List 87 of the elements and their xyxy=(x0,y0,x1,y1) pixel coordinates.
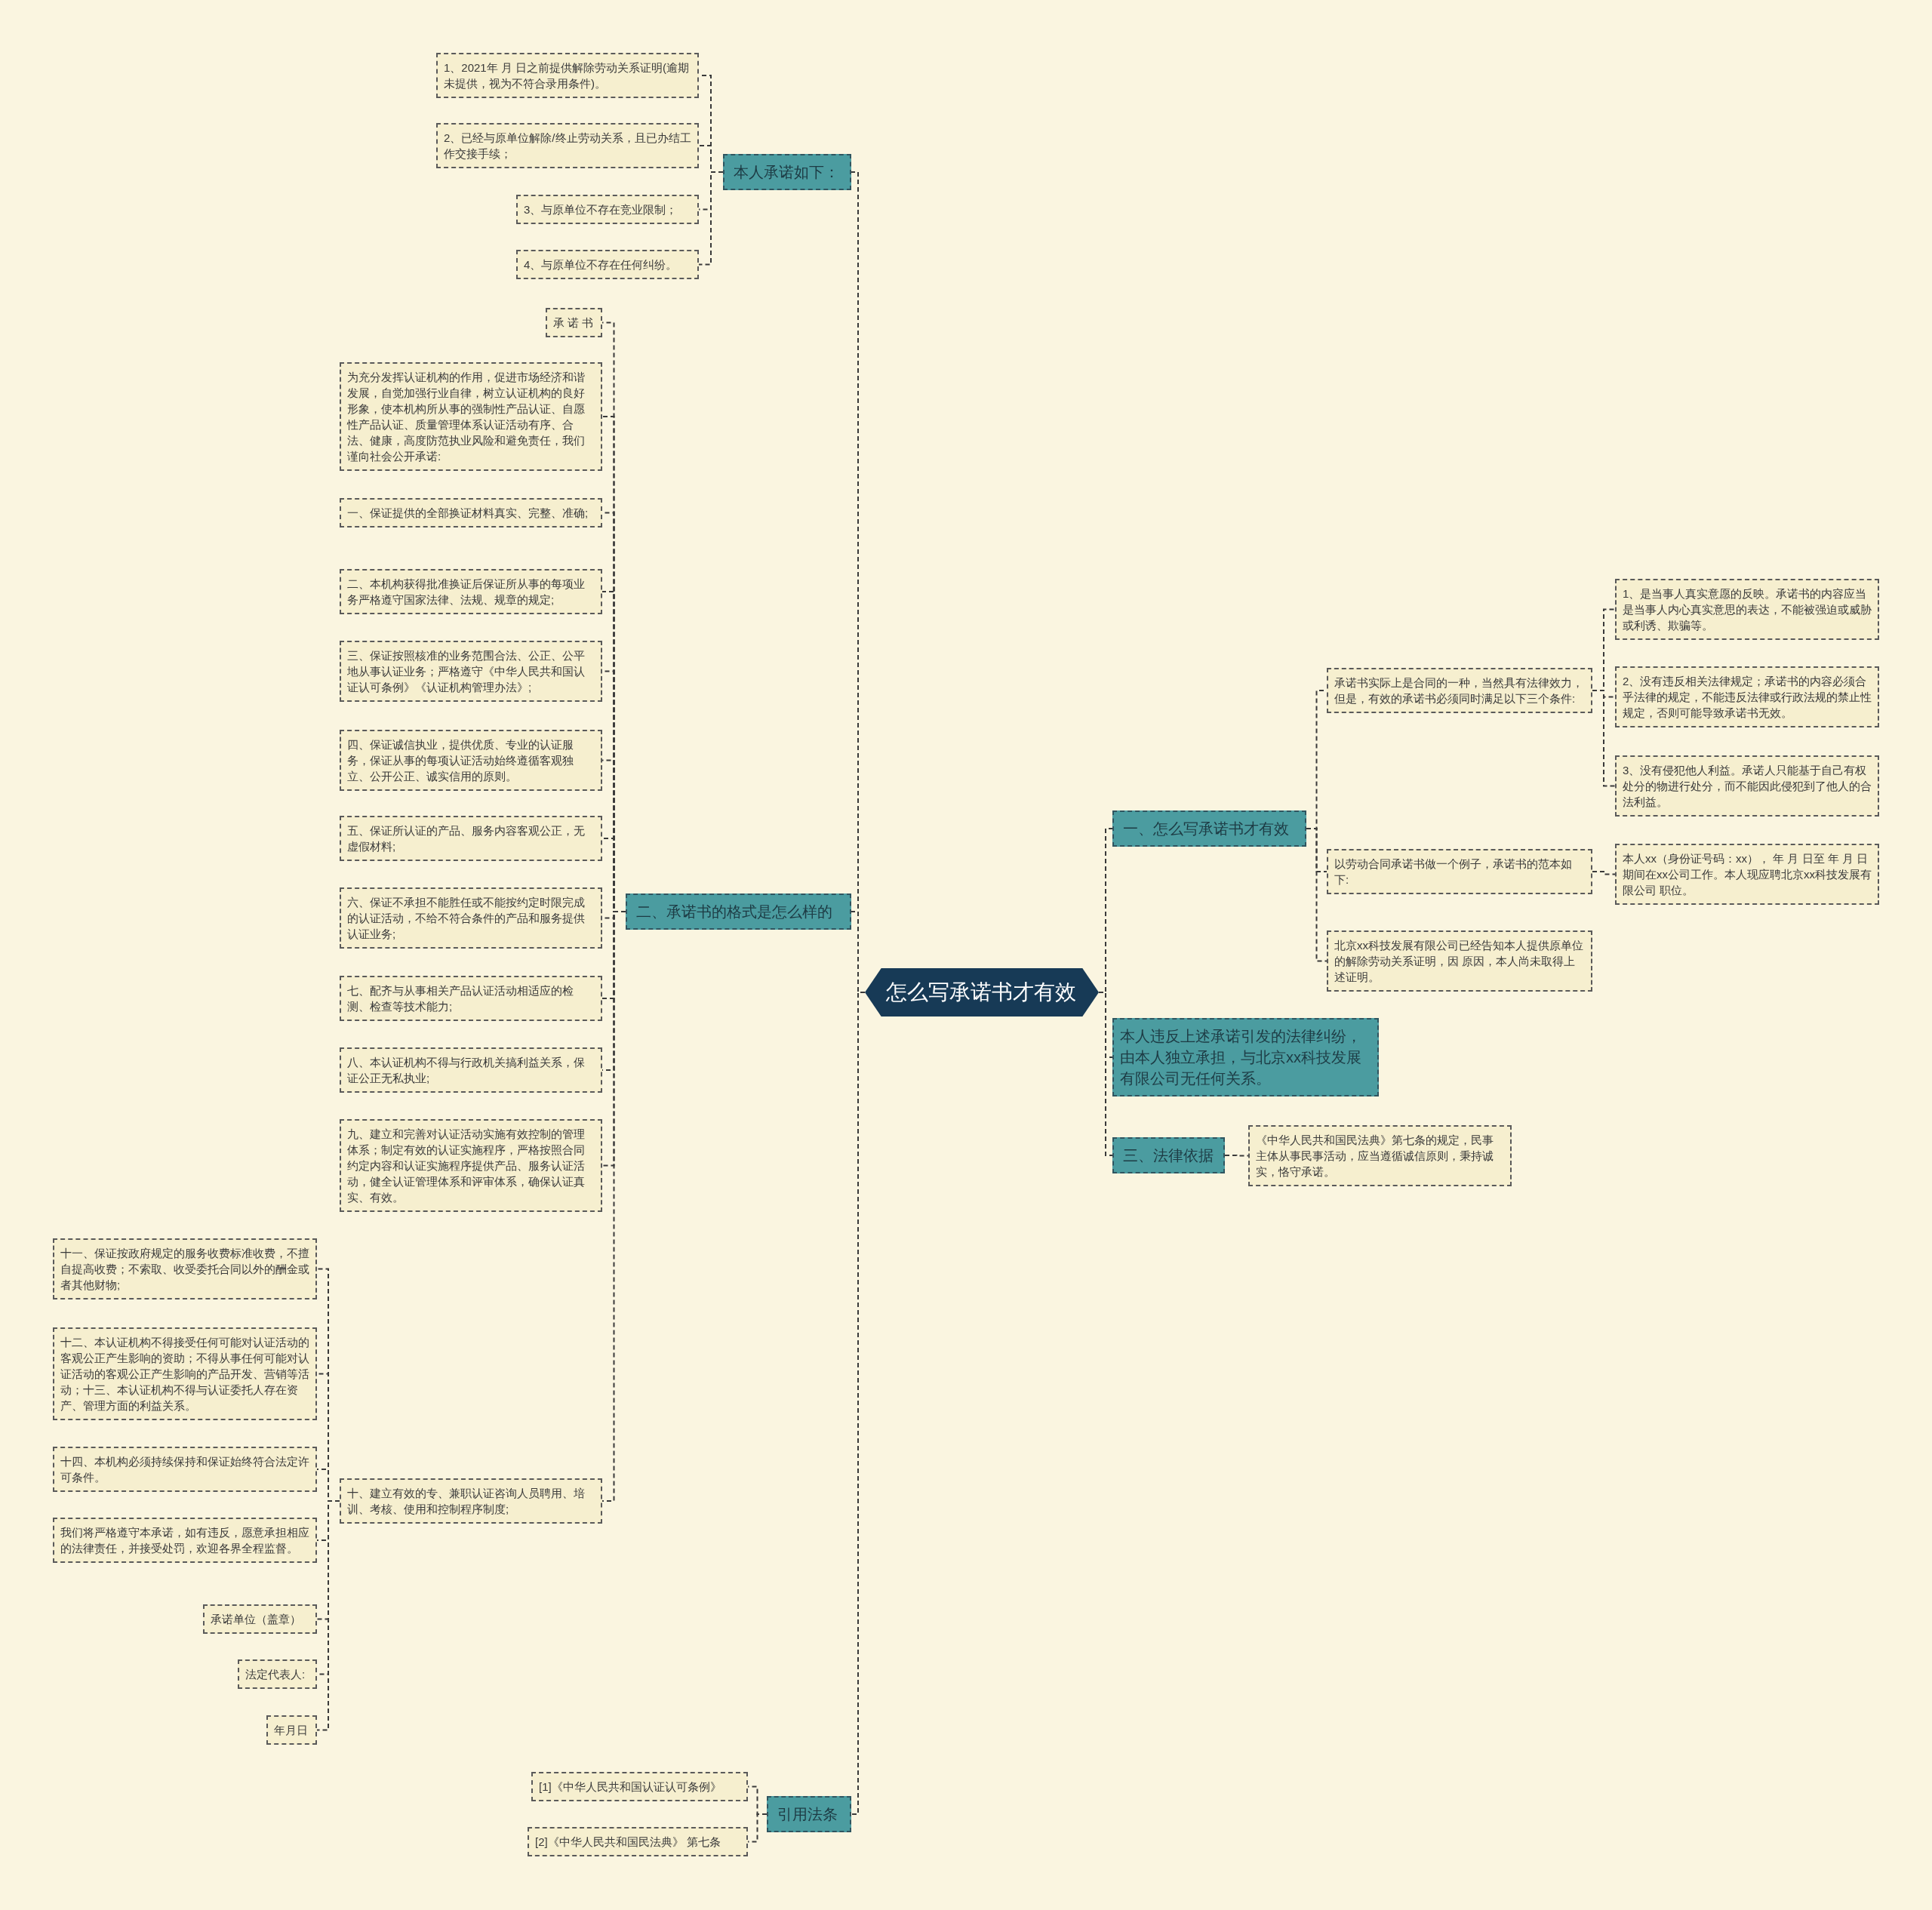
note-box xyxy=(53,1447,317,1492)
note-box xyxy=(340,362,602,471)
branch-box xyxy=(626,893,851,930)
note-text: 承诺单位（盖章） xyxy=(211,1612,302,1627)
note-text: 4、与原单位不存在任何纠纷。 xyxy=(524,257,678,272)
note-text: 一、保证提供的全部换证材料真实、完整、准确; xyxy=(347,506,589,521)
note-box xyxy=(1248,1125,1512,1186)
branch-text: 本人承诺如下： xyxy=(734,163,840,182)
note-text: 以劳动合同承诺书做一个例子，承诺书的范本如下: xyxy=(1334,857,1573,887)
note-box xyxy=(1615,755,1879,817)
note-text: 承诺书实际上是合同的一种，当然具有法律效力，但是，有效的承诺书必须同时满足以下三个条件: xyxy=(1334,675,1584,706)
branch-text: 三、法律依据 xyxy=(1123,1146,1214,1165)
note-box xyxy=(340,730,602,791)
note-text: 五、保证所认证的产品、服务内容客观公正，无虚假材料; xyxy=(347,823,586,854)
note-text: 1、2021年 月 日之前提供解除劳动关系证明(逾期未提供，视为不符合录用条件)。 xyxy=(444,60,691,91)
branch-box xyxy=(1112,1137,1225,1173)
note-box xyxy=(1327,930,1592,992)
note-text: 3、没有侵犯他人利益。承诺人只能基于自己有权处分的物进行处分，而不能因此侵犯到了他人的合法利益。 xyxy=(1623,763,1872,810)
note-text: [2]《中华人民共和国民法典》 第七条 xyxy=(535,1835,721,1850)
branch-text: 二、承诺书的格式是怎么样的 xyxy=(636,903,833,921)
note-text: 八、本认证机构不得与行政机关搞利益关系，保证公正无私执业; xyxy=(347,1055,586,1086)
note-text: 十四、本机构必须持续保持和保证始终符合法定许可条件。 xyxy=(60,1454,309,1485)
branch-text: 本人违反上述承诺引发的法律纠纷，由本人独立承担，与北京xx科技发展有限公司无任何关系。 xyxy=(1120,1027,1362,1088)
note-box xyxy=(53,1327,317,1420)
note-box xyxy=(340,816,602,861)
branch-text: 一、怎么写承诺书才有效 xyxy=(1123,820,1290,838)
note-text: 七、配齐与从事相关产品认证活动相适应的检测、检查等技术能力; xyxy=(347,983,574,1014)
connector-line xyxy=(1592,871,1616,875)
note-text: 2、已经与原单位解除/终止劳动关系，且已办结工作交接手续； xyxy=(444,131,691,161)
note-box xyxy=(53,1238,317,1299)
note-box xyxy=(516,195,699,224)
topic-text: 怎么写承诺书才有效 xyxy=(886,980,1077,1005)
note-text: 十、建立有效的专、兼职认证咨询人员聘用、培训、考核、使用和控制程序制度; xyxy=(347,1486,586,1517)
note-box xyxy=(1327,668,1592,713)
note-box xyxy=(436,53,699,98)
note-text: 十一、保证按政府规定的服务收费标准收费，不擅自提高收费；不索取、收受委托合同以外的酬金或者其他财物; xyxy=(60,1246,309,1293)
note-box xyxy=(340,976,602,1021)
note-text: 法定代表人: xyxy=(245,1667,306,1682)
branch-text: 引用法条 xyxy=(777,1805,838,1824)
connector-line xyxy=(1592,690,1616,787)
note-box xyxy=(1615,844,1879,905)
note-text: 我们将严格遵守本承诺，如有违反，愿意承担相应的法律责任，并接受处罚，欢迎各界全程监督。 xyxy=(60,1525,309,1556)
connector-line xyxy=(698,171,724,266)
note-text: 《中华人民共和国民法典》第七条的规定，民事主体从事民事活动，应当遵循诚信原则，秉持诚实，恪守承诺。 xyxy=(1256,1133,1494,1180)
note-text: 1、是当事人真实意愿的反映。承诺书的内容应当是当事人内心真实意思的表达，不能被强迫或威胁或利诱、欺骗等。 xyxy=(1623,586,1872,633)
connector-line xyxy=(1224,1155,1249,1157)
note-text: 本人xx（身份证号码：xx）， 年 月 日至 年 月 日期间在xx公司工作。本人现应聘北京xx科技发展有限公司 职位。 xyxy=(1623,851,1872,898)
note-text: [1]《中华人民共和国认证认可条例》 xyxy=(539,1779,722,1795)
note-box xyxy=(238,1659,317,1689)
note-text: 十二、本认证机构不得接受任何可能对认证活动的客观公正产生影响的资助；不得从事任何可能对认证活动的客观公正产生影响的产品开发、营销等活动；十三、本认证机构不得与认证委托人存在资产、管理方面的利益关系。 xyxy=(60,1335,309,1413)
connector-line xyxy=(316,1500,340,1731)
note-text: 承 诺 书 xyxy=(553,315,595,331)
note-text: 三、保证按照核准的业务范围合法、公正、公平地从事认证业务；严格遵守《中华人民共和国认证认可条例》《认证机构管理办法》; xyxy=(347,648,586,695)
branch-box xyxy=(1112,1018,1379,1096)
note-box xyxy=(340,498,602,527)
note-box xyxy=(1615,579,1879,640)
branch-box xyxy=(767,1796,851,1832)
note-box xyxy=(340,569,602,614)
note-text: 六、保证不承担不能胜任或不能按约定时限完成的认证活动，不给不符合条件的产品和服务提供认证业务; xyxy=(347,895,586,942)
note-box xyxy=(531,1772,748,1801)
note-box xyxy=(53,1518,317,1563)
central-topic-hexagon xyxy=(865,968,1099,1017)
note-text: 二、本机构获得批准换证后保证所从事的每项业务严格遵守国家法律、法规、规章的规定; xyxy=(347,577,586,607)
note-text: 年月日 xyxy=(274,1723,309,1738)
note-box xyxy=(266,1715,317,1745)
note-text: 四、保证诚信执业，提供优质、专业的认证服务，保证从事的每项认证活动始终遵循客观独立、公开公正、诚实信用的原则。 xyxy=(347,737,574,784)
note-box xyxy=(340,1119,602,1212)
note-box xyxy=(203,1604,317,1634)
note-box xyxy=(436,123,699,168)
note-box xyxy=(340,1047,602,1093)
branch-box xyxy=(723,154,851,190)
note-text: 3、与原单位不存在竞业限制； xyxy=(524,202,678,217)
note-box xyxy=(340,641,602,702)
note-box xyxy=(528,1827,748,1856)
note-text: 2、没有违反相关法律规定；承诺书的内容必须合乎法律的规定，不能违反法律或行政法规的禁止性规定，否则可能导致承诺书无效。 xyxy=(1623,674,1872,721)
note-box xyxy=(516,250,699,279)
note-box xyxy=(340,887,602,949)
note-box xyxy=(546,308,602,337)
connector-line xyxy=(1306,828,1327,962)
note-text: 为充分发挥认证机构的作用，促进市场经济和谐发展，自觉加强行业自律，树立认证机构的良好形象，使本机构所从事的强制性产品认证、自愿性产品认证、质量管理体系认证活动有序、合法、健康，高度防范执业风险和避免责任，我们谨向社会公开承诺: xyxy=(347,370,586,464)
connector-line xyxy=(1098,992,1113,1156)
note-box xyxy=(1615,666,1879,727)
note-text: 九、建立和完善对认证活动实施有效控制的管理体系；制定有效的认证实施程序，严格按照合同约定内容和认证实施程序提供产品、服务认证活动，健全认证管理体系和评审体系，确保认证真实、有效。 xyxy=(347,1127,586,1205)
note-text: 北京xx科技发展有限公司已经告知本人提供原单位的解除劳动关系证明，因 原因，本人尚未取得上述证明。 xyxy=(1334,938,1584,985)
branch-box xyxy=(1112,810,1306,847)
note-box xyxy=(1327,849,1592,894)
note-box xyxy=(340,1478,602,1524)
